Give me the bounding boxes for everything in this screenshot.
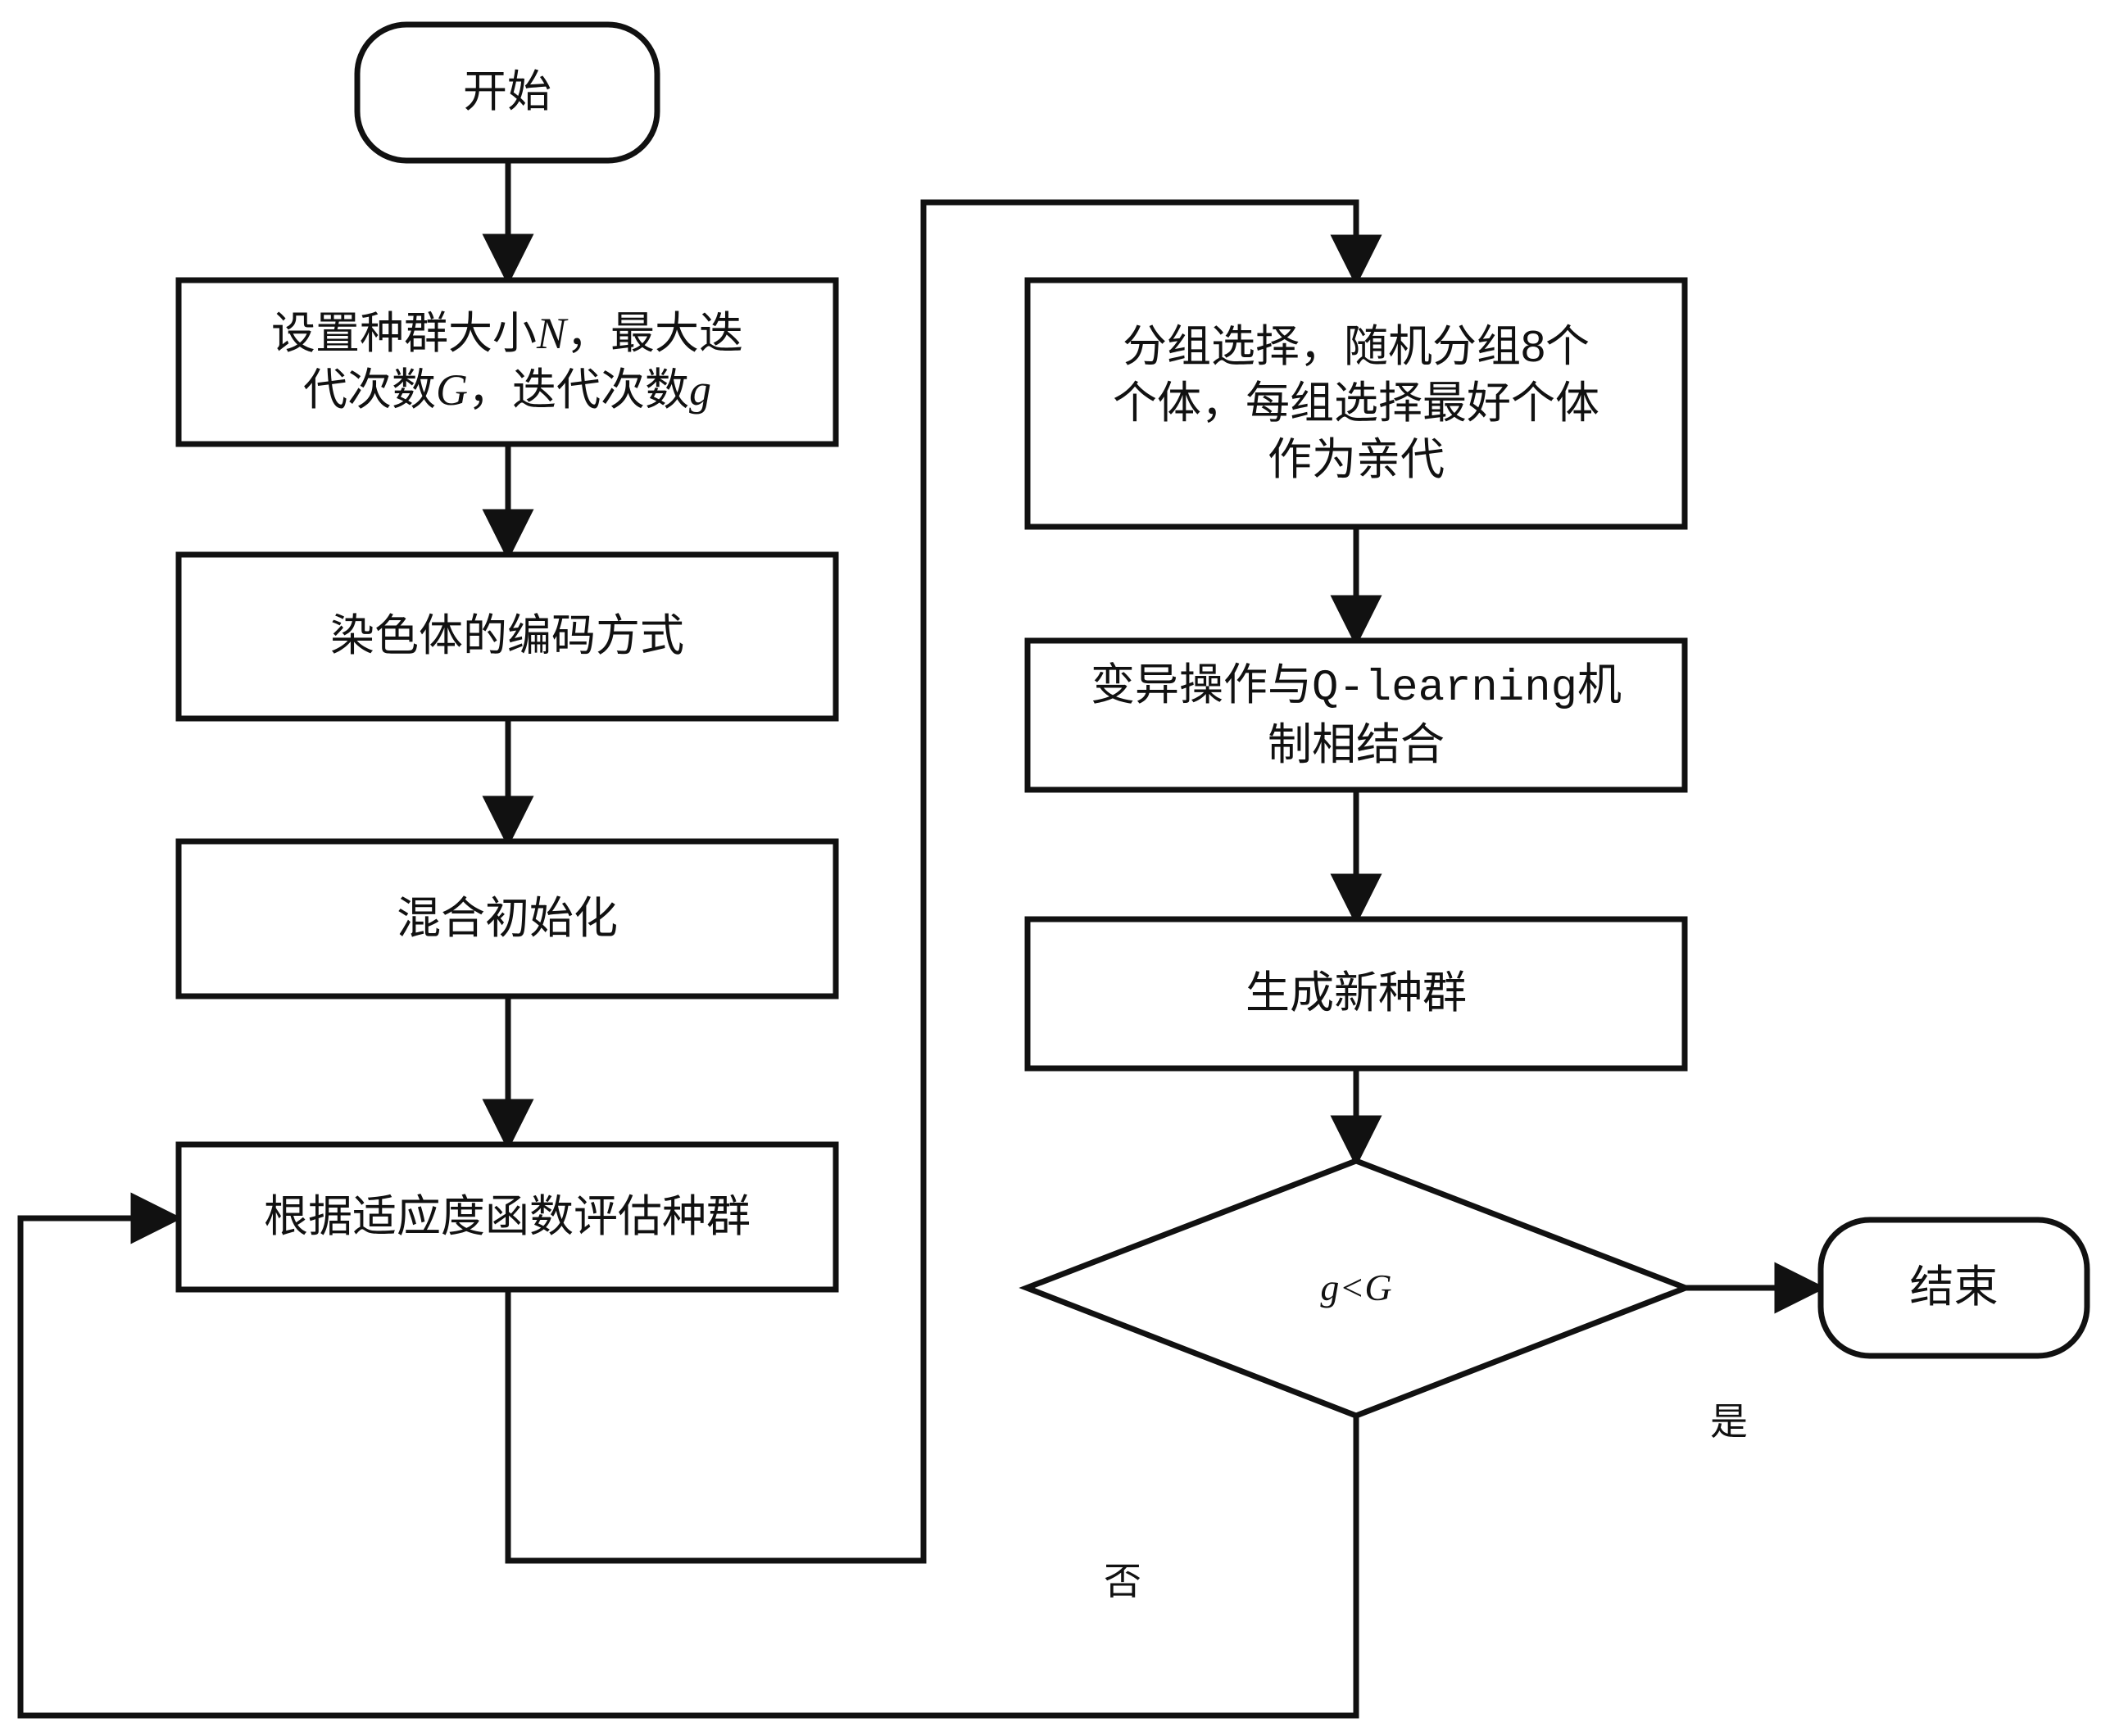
- node-decision-shape: [1019, 1158, 1694, 1419]
- connector-decision-no-to-evaluate: [17, 1192, 1359, 1719]
- node-group-select-shape: [1024, 277, 1688, 530]
- node-mutation-shape: [1024, 637, 1688, 793]
- node-new-population-shape: [1024, 916, 1688, 1072]
- node-hybrid-init-shape: [175, 838, 839, 999]
- node-start-shape: [354, 21, 660, 164]
- node-encoding-shape: [175, 551, 839, 722]
- node-set-params-shape: [175, 277, 839, 447]
- node-end-shape: [1817, 1217, 2090, 1359]
- node-evaluate-shape: [175, 1141, 839, 1293]
- connector-evaluate-to-group-select: [505, 199, 1382, 1564]
